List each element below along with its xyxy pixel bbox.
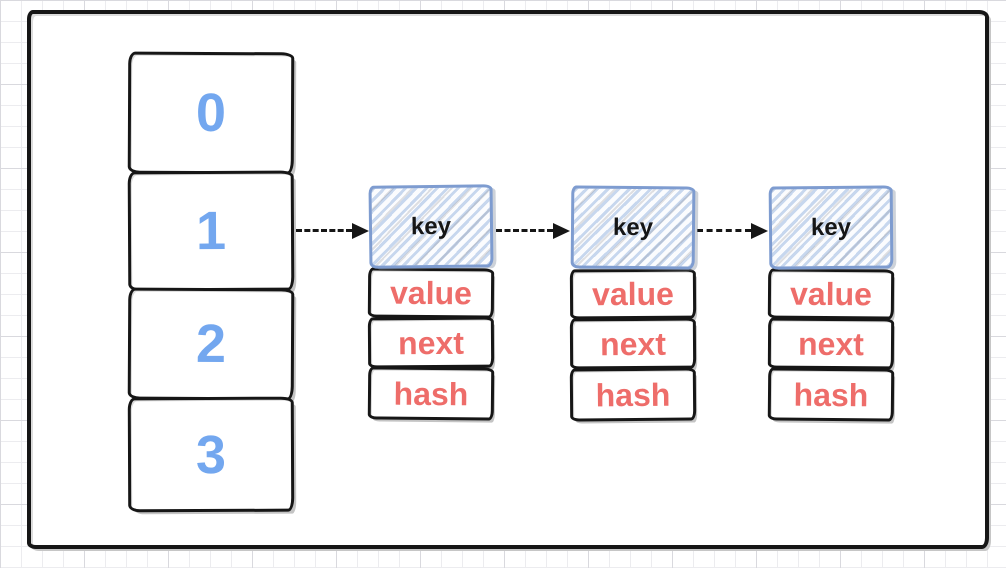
next-label: next [397,324,465,361]
key-label: key [410,212,452,240]
next-cell: next [767,317,895,370]
array-index-label: 0 [195,82,227,144]
value-cell: value [569,268,697,320]
hash-label: hash [793,376,869,413]
dashed-arrow-icon-3 [697,222,768,239]
array-index-label: 3 [195,424,227,485]
dashed-arrow-icon-1 [296,222,369,239]
value-label: value [591,275,675,313]
next-cell: next [569,317,697,370]
bucket-array: 0 1 2 3 [127,51,295,514]
entry-node-1: key value next hash [367,184,495,427]
value-label: value [389,274,473,312]
key-cell: key [570,185,696,270]
value-label: value [789,275,873,313]
key-cell: key [768,185,894,270]
hash-cell: hash [367,366,495,421]
key-cell: key [368,184,494,269]
next-cell: next [367,316,495,369]
entry-node-2: key value next hash [569,185,697,428]
array-cell-0: 0 [127,51,295,175]
key-label: key [612,213,654,241]
array-index-label: 1 [195,200,227,262]
value-cell: value [767,268,895,320]
array-index-label: 2 [195,313,227,375]
hash-label: hash [393,375,469,412]
hash-cell: hash [767,367,895,422]
entry-node-3: key value next hash [767,185,895,428]
key-label: key [810,213,852,241]
hash-label: hash [595,376,671,413]
next-label: next [599,325,667,362]
array-cell-3: 3 [127,396,295,513]
next-label: next [797,325,865,362]
hash-cell: hash [569,367,697,422]
array-cell-2: 2 [127,287,295,401]
dashed-arrow-icon-2 [496,222,570,239]
value-cell: value [367,267,495,319]
array-cell-1: 1 [127,170,295,292]
